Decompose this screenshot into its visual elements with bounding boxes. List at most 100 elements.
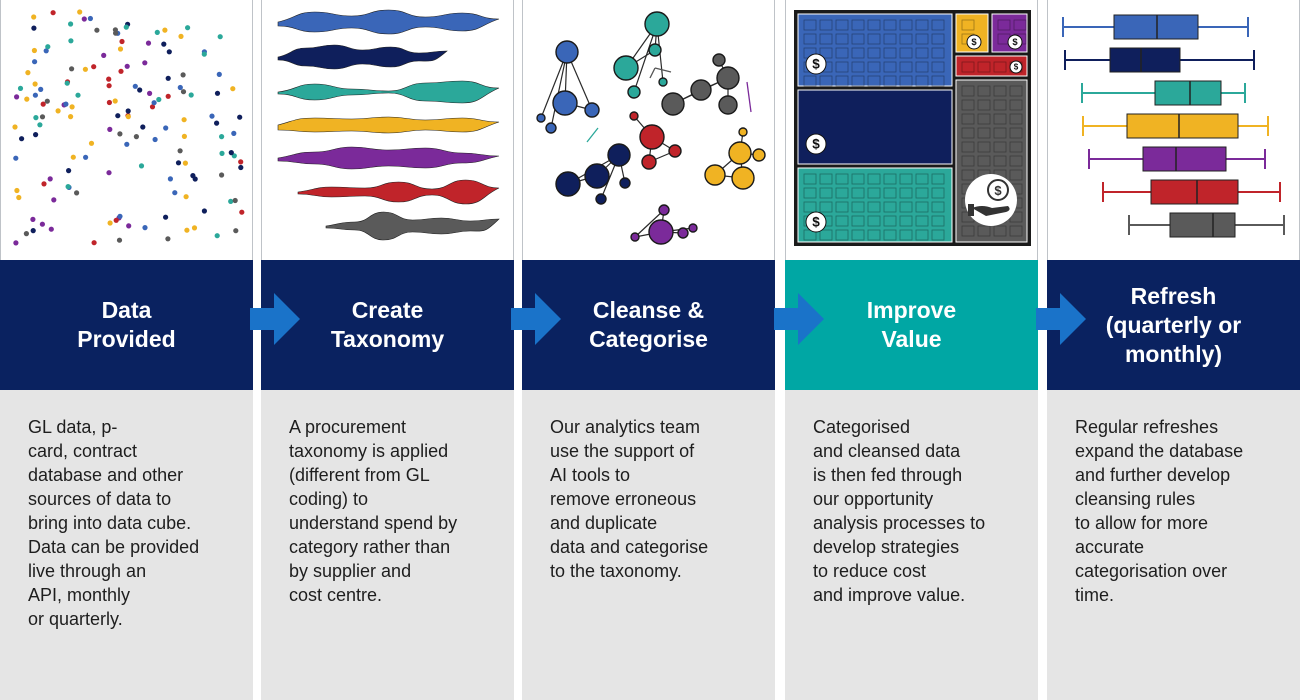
treemap-cell (977, 113, 991, 125)
treemap-cell (819, 229, 833, 241)
coin-icon-label: $ (994, 183, 1002, 198)
treemap-cell (803, 173, 817, 185)
scatter-dot (238, 159, 244, 165)
scatter-dot (39, 221, 46, 227)
scatter-dot (68, 38, 74, 44)
scatter-dot (230, 86, 236, 92)
scatter-dot (74, 190, 80, 196)
treemap-cell (835, 173, 849, 185)
treemap-cell (931, 75, 945, 87)
scatter-dot (181, 133, 187, 139)
treemap-cell (1009, 113, 1023, 125)
treemap-cell (961, 61, 975, 73)
treemap-cell (899, 61, 913, 73)
step-title: Cleanse & Categorise (589, 297, 708, 352)
treemap-cell (899, 75, 913, 87)
treemap-cell (883, 229, 897, 241)
scatter-dot (31, 47, 37, 54)
treemap-cell (931, 61, 945, 73)
step-cleanse-categorise: Cleanse & Categorise Our analytics team … (522, 0, 775, 700)
dollar-icon-label: $ (812, 215, 820, 230)
treemap-cell (899, 187, 913, 199)
scatter-dot (115, 113, 121, 119)
scatter-dot (64, 80, 70, 86)
step-header: Data Provided (0, 260, 253, 390)
scatter-dot (25, 70, 31, 76)
treemap-cell (1013, 19, 1027, 31)
scatter-dot (214, 120, 220, 126)
scatter-dot (214, 233, 220, 239)
treemap-cell (931, 229, 945, 241)
treemap-cell (915, 47, 929, 59)
treemap-cell (803, 19, 817, 31)
treemap-cell (851, 61, 865, 73)
dollar-icon (805, 133, 827, 155)
scatter-dot (106, 83, 112, 89)
network-edge (649, 67, 656, 79)
network-node (595, 193, 607, 205)
violin-shape (277, 80, 500, 104)
network-node (644, 11, 670, 37)
treemap-cell (867, 229, 881, 241)
treemap-cell (993, 99, 1007, 111)
treemap-cell (977, 61, 991, 73)
treemap-cell (835, 19, 849, 31)
scatter-dot (33, 115, 39, 121)
scatter-dot (142, 225, 148, 231)
treemap-cell (803, 33, 817, 45)
scatter-dot (165, 75, 171, 81)
scatter-dot (140, 124, 146, 130)
scatter-dot (233, 228, 239, 234)
scatter-dot (237, 114, 243, 120)
network-node (752, 148, 766, 162)
treemap-cell (915, 173, 929, 185)
network-clusters-illustration (522, 0, 775, 260)
scatter-dot (65, 184, 71, 190)
treemap-cell (993, 61, 1007, 73)
treemap-cell (1009, 127, 1023, 139)
scatter-dot (31, 14, 37, 20)
scatter-dot (180, 72, 186, 78)
step-description: GL data, p- card, contract database and … (28, 417, 200, 629)
network-node (629, 111, 639, 121)
scatter-dot (191, 225, 198, 231)
scatter-dot (161, 41, 167, 47)
network-node (584, 102, 600, 118)
scatter-dot (183, 194, 189, 200)
treemap-cell (915, 201, 929, 213)
scatter-dot (106, 99, 112, 106)
network-edge (746, 81, 752, 113)
scatter-dot (165, 236, 171, 242)
treemap-cell (867, 215, 881, 227)
treemap-cell (931, 33, 945, 45)
scatter-dot (77, 9, 83, 15)
scatter-dot (91, 240, 97, 246)
treemap-cell (851, 229, 865, 241)
scatter-dot (132, 83, 138, 89)
network-node (627, 85, 641, 99)
treemap-cell (867, 33, 881, 45)
scatter-dot (32, 81, 38, 87)
scatter-dot (69, 66, 75, 72)
treemap-cell (977, 85, 991, 97)
network-edge (586, 127, 599, 143)
treemap-cell (851, 47, 865, 59)
boxplot-box (1113, 14, 1199, 40)
scatter-dot (156, 96, 162, 103)
scatter-dot (81, 16, 87, 22)
scatter-dot (167, 176, 173, 182)
scatter-dot (30, 228, 36, 234)
treemap-cell (915, 33, 929, 45)
step-data-provided: Data Provided GL data, p- card, contract… (0, 0, 253, 700)
treemap-cell (899, 229, 913, 241)
violin-shape (325, 211, 500, 241)
treemap-cell (803, 187, 817, 199)
scatter-dot (149, 104, 156, 110)
scatter-dot (184, 227, 190, 233)
scatter-dot (91, 64, 97, 70)
scatter-dot (23, 231, 29, 237)
step-title: Create Taxonomy (330, 297, 445, 352)
scatter-dot (219, 172, 225, 178)
arrow-right-icon (511, 293, 561, 345)
treemap-block (955, 55, 1028, 77)
